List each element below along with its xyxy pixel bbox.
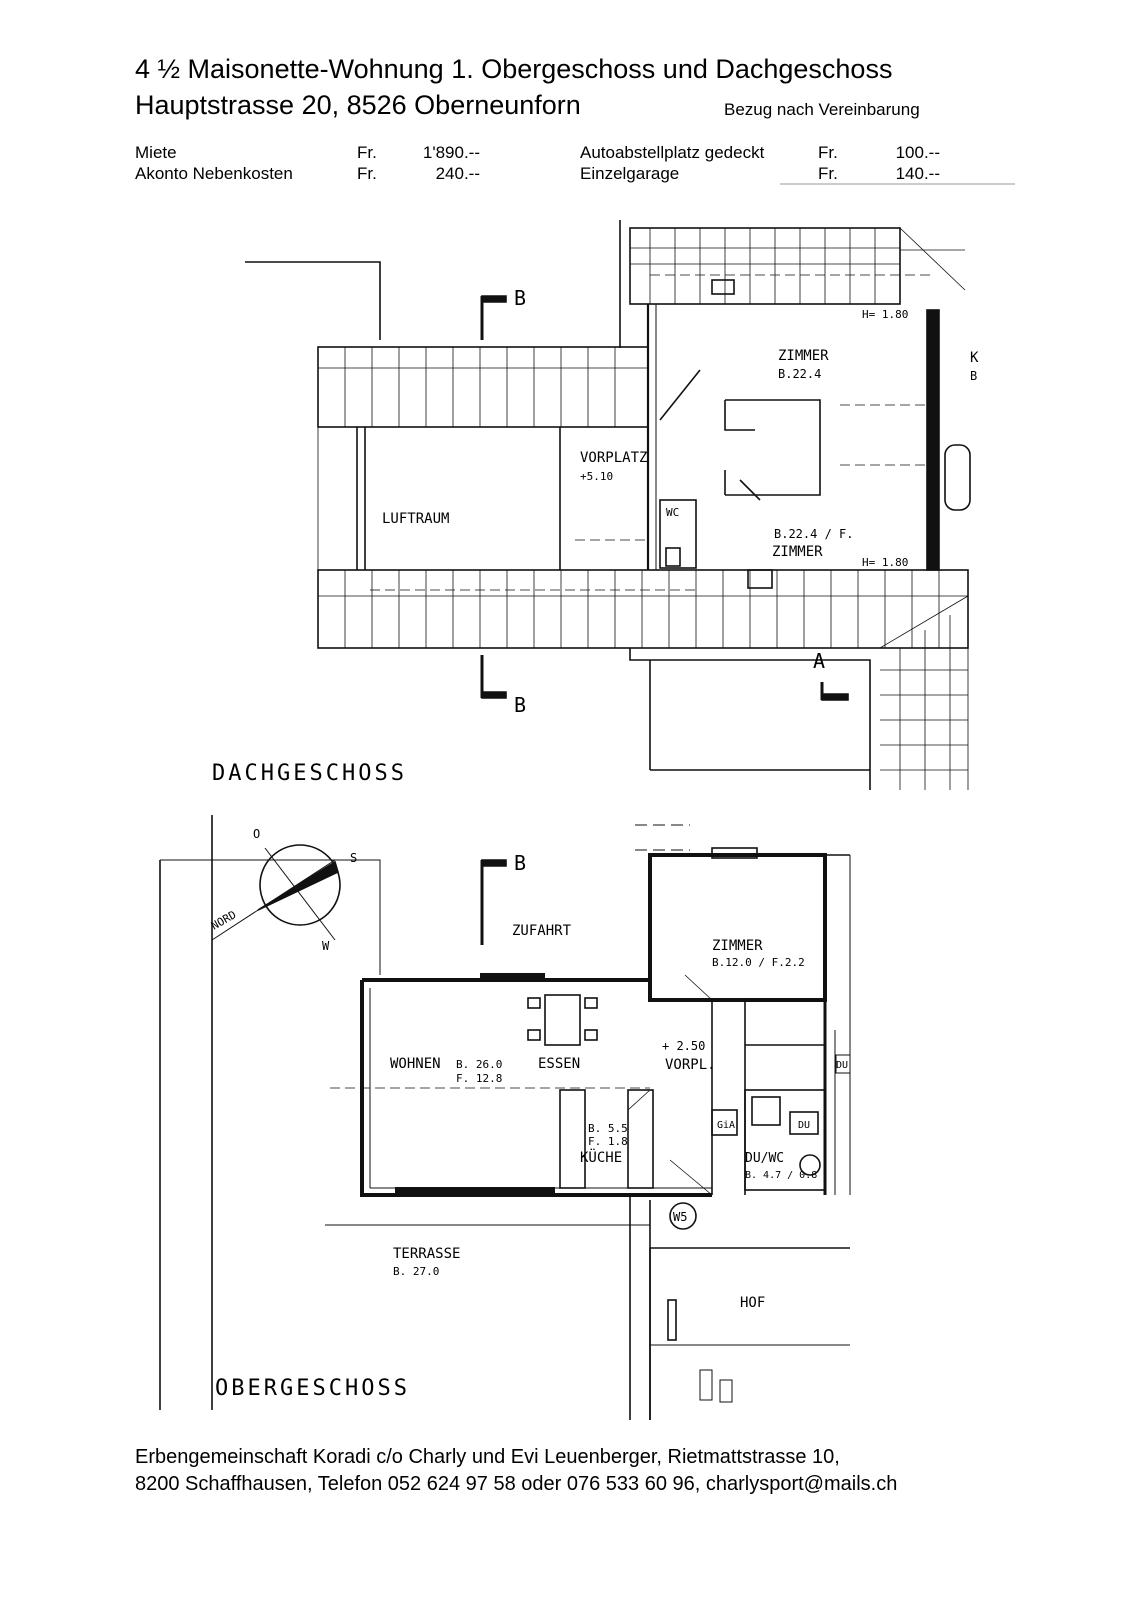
vorplatz-level: +5.10 xyxy=(580,470,613,483)
luftraum-label: LUFTRAUM xyxy=(382,511,449,527)
price-label-autoabstellplatz: Autoabstellplatz gedeckt xyxy=(580,143,765,162)
edge-k: K xyxy=(970,350,979,366)
price-label-miete: Miete xyxy=(135,143,177,162)
hof-label: HOF xyxy=(740,1295,765,1311)
wohnen-area-b: B. 26.0 xyxy=(456,1058,502,1071)
dachgeschoss-labels: B B A H= 1.80 ZIMMER B.22.4 K B VORPLATZ… xyxy=(212,286,979,786)
vorplatz-name: VORPLATZ xyxy=(580,450,647,466)
section-b-lower: B xyxy=(514,851,526,875)
terrasse-label: TERRASSE xyxy=(393,1246,460,1262)
height-1: H= 1.80 xyxy=(862,308,908,321)
dachgeschoss-title: DACHGESCHOSS xyxy=(212,761,407,786)
zimmer-og-name: ZIMMER xyxy=(712,938,763,954)
terrasse-area: B. 27.0 xyxy=(393,1265,439,1278)
price-currency-miete: Fr. xyxy=(357,143,377,162)
section-b-bottom: B xyxy=(514,693,526,717)
zimmer-2-area: B.22.4 / F. xyxy=(774,527,853,541)
edge-b: B xyxy=(970,369,977,383)
price-currency-autoabstellplatz: Fr. xyxy=(818,143,838,162)
kueche-area-f: F. 1.8 xyxy=(588,1135,628,1148)
duwc-area: B. 4.7 / 0.8 xyxy=(745,1170,817,1181)
price-amount-einzelgarage: 140.-- xyxy=(895,164,940,183)
compass-north: NORD xyxy=(209,908,238,933)
duwc-label: DU/WC xyxy=(745,1151,784,1166)
du-label: DU xyxy=(798,1120,810,1131)
section-b-top: B xyxy=(514,286,526,310)
dachgeschoss-plan xyxy=(245,220,971,790)
gia-label: GiA xyxy=(717,1120,735,1131)
wohnen-name: WOHNEN xyxy=(390,1056,441,1072)
price-label-nebenkosten: Akonto Nebenkosten xyxy=(135,164,293,183)
zimmer-og-area: B.12.0 / F.2.2 xyxy=(712,956,805,969)
footer-line-1: Erbengemeinschaft Koradi c/o Charly und … xyxy=(135,1446,840,1468)
compass-east: O xyxy=(253,827,260,841)
title-line-1: 4 ½ Maisonette-Wohnung 1. Obergeschoss u… xyxy=(135,54,893,84)
zufahrt-label: ZUFAHRT xyxy=(512,923,572,939)
price-currency-einzelgarage: Fr. xyxy=(818,164,838,183)
compass-west: W xyxy=(322,939,330,953)
price-label-einzelgarage: Einzelgarage xyxy=(580,164,680,183)
obergeschoss-plan xyxy=(159,815,851,1420)
essen-label: ESSEN xyxy=(538,1056,580,1072)
height-2: H= 1.80 xyxy=(862,556,908,569)
wohnen-area-f: F. 12.8 xyxy=(456,1072,502,1085)
zimmer-2-name: ZIMMER xyxy=(772,544,823,560)
vorpl-label: VORPL. xyxy=(665,1057,716,1073)
kueche-area-b: B. 5.5 xyxy=(588,1122,628,1135)
du-edge-label: DU xyxy=(836,1060,848,1071)
compass-south: S xyxy=(350,851,357,865)
kueche-label: KÜCHE xyxy=(580,1148,622,1166)
obergeschoss-title: OBERGESCHOSS xyxy=(215,1376,410,1401)
w5-label: W5 xyxy=(673,1210,687,1224)
zimmer-1-name: ZIMMER xyxy=(778,348,829,364)
price-amount-autoabstellplatz: 100.-- xyxy=(895,143,940,162)
price-amount-nebenkosten: 240.-- xyxy=(435,164,480,183)
availability-note: Bezug nach Vereinbarung xyxy=(724,100,920,119)
vorpl-level: + 2.50 xyxy=(662,1039,705,1053)
price-amount-miete: 1'890.-- xyxy=(422,143,480,162)
zimmer-1-area: B.22.4 xyxy=(778,367,821,381)
footer-line-2: 8200 Schaffhausen, Telefon 052 624 97 58… xyxy=(135,1473,898,1495)
wc-label: WC xyxy=(666,506,679,519)
title-line-2: Hauptstrasse 20, 8526 Oberneunforn xyxy=(135,90,581,120)
section-a: A xyxy=(813,649,825,673)
price-currency-nebenkosten: Fr. xyxy=(357,164,377,183)
